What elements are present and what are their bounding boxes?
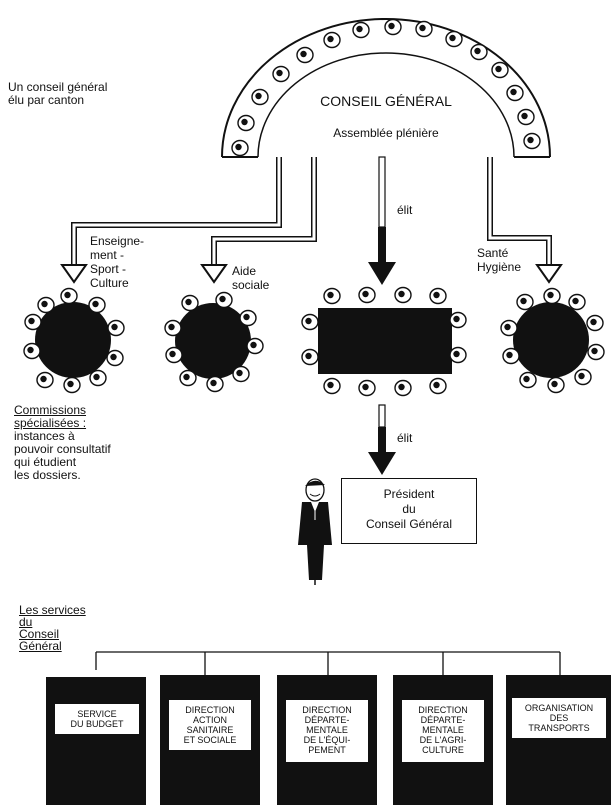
commissions-caption-body: instances à pouvoir consultatif qui étud…: [14, 429, 111, 482]
commission-label-social: Aide sociale: [232, 264, 270, 292]
elit-label-1: élit: [397, 203, 413, 217]
elit-arrow-1: [368, 156, 396, 285]
commission-connectors: [71, 157, 552, 265]
elit-arrow-2: [368, 404, 396, 475]
service-pillars: [46, 675, 611, 805]
elit-label-2: élit: [397, 431, 413, 445]
council-dome: [221, 18, 551, 158]
commission-arrowheads: [60, 264, 563, 284]
service-budget: SERVICE DU BUDGET: [54, 703, 140, 735]
commissions-caption-title: Commissions spécialisées :: [14, 403, 87, 430]
commission-label-education: Enseigne- ment - Sport - Culture: [90, 234, 145, 290]
council-subtitle: Assemblée plénière: [333, 126, 439, 140]
canton-caption: Un conseil général élu par canton: [8, 80, 108, 107]
council-title: CONSEIL GÉNÉRAL: [320, 93, 452, 109]
commission-table-education: [23, 287, 125, 394]
services-caption: Les services du Conseil Général: [19, 603, 86, 653]
service-equipment: DIRECTION DÉPARTE- MENTALE DE L'ÉQUI- PE…: [285, 699, 369, 763]
president-box: Président du Conseil Général: [341, 478, 477, 544]
service-health-social: DIRECTION ACTION SANITAIRE ET SOCIALE: [168, 699, 252, 751]
service-transport: ORGANISATION DES TRANSPORTS: [511, 697, 607, 739]
commission-table-health: [500, 287, 605, 394]
service-agriculture: DIRECTION DÉPARTE- MENTALE DE L'AGRI- CU…: [401, 699, 485, 763]
commission-table-social: [164, 291, 264, 393]
services-connectors: [95, 651, 561, 675]
president-figure: [298, 478, 332, 585]
bureau-table: [301, 286, 467, 397]
commission-label-health: Santé Hygiène: [477, 246, 522, 274]
